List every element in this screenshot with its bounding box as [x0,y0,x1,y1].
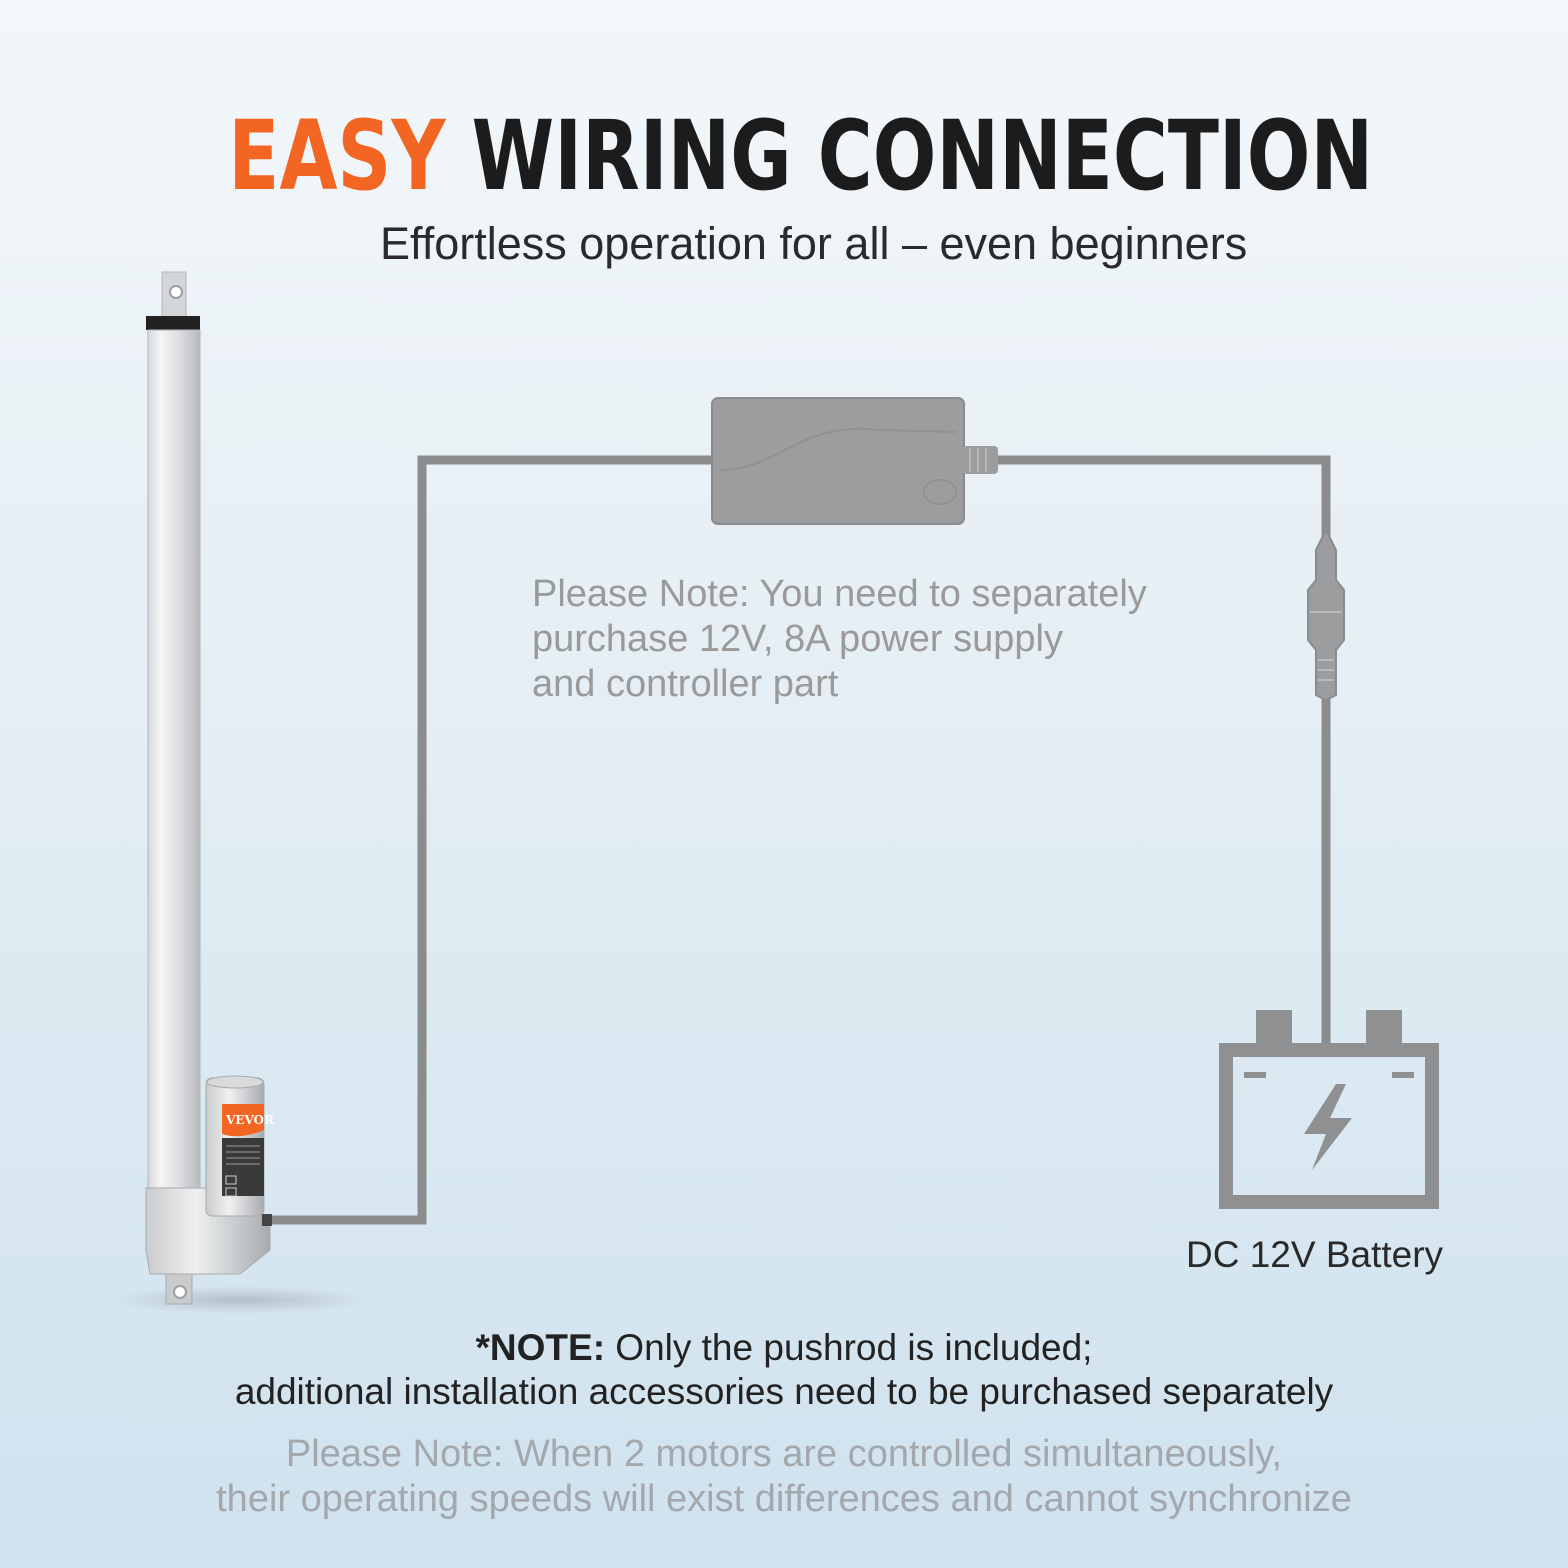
note-line-1: Only the pushrod is included; [605,1327,1093,1368]
sync-note-line: Please Note: When 2 motors are controlle… [285,1433,1283,1475]
wire-actuator-to-adapter [262,455,712,1225]
note-prefix: *NOTE: [475,1327,606,1368]
sync-note-line: their operating speeds will exist differ… [216,1478,1352,1520]
power-supply-note-line: Please Note: You need to separately [532,573,1147,615]
lightning-icon [1304,1084,1352,1170]
page-title: EASY WIRING CONNECTION [189,100,1412,212]
power-supply-note-line: purchase 12V, 8A power supply [532,618,1063,660]
included-parts-note: *NOTE: Only the pushrod is included; add… [0,1326,1568,1414]
battery-icon [1219,1010,1439,1209]
actuator-brand-label: VEVOR [225,1113,275,1127]
power-supply-note-line: and controller part [532,663,839,705]
note-line-2: additional installation accessories need… [234,1371,1334,1412]
subtitle: Effortless operation for all – even begi… [380,218,1248,269]
sync-note: Please Note: When 2 motors are controlle… [0,1432,1568,1522]
linear-actuator-icon: VEVOR [110,271,370,1314]
title-main: WIRING CONNECTION [471,100,1374,212]
battery-label: DC 12V Battery [1186,1234,1444,1275]
title-accent: EASY [228,100,446,212]
power-supply-note: Please Note: You need to separately purc… [532,572,1232,707]
fuse-holder-icon [1307,527,1345,702]
power-adapter-icon [711,397,998,525]
wire-adapter-to-battery [996,455,1331,1045]
